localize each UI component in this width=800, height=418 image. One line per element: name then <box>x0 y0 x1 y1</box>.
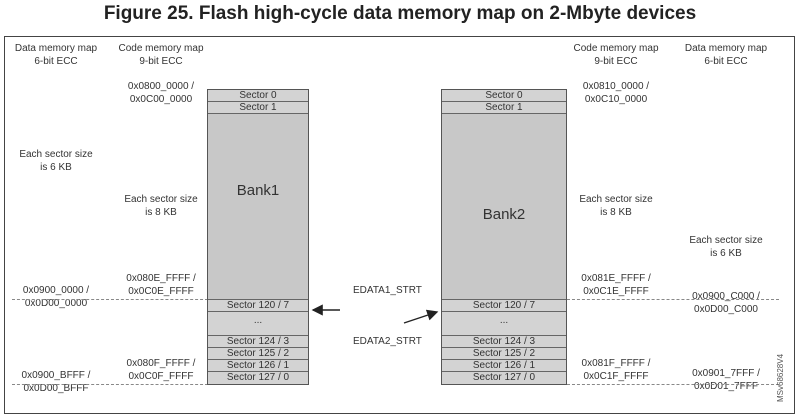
figure-title: Figure 25. Flash high-cycle data memory … <box>103 3 697 24</box>
bank2-sector-125: Sector 125 / 2 <box>442 348 566 360</box>
right-code-map-header: Code memory map 9-bit ECC <box>566 42 666 68</box>
right-end-line <box>567 384 779 385</box>
right-edata-start-line <box>567 299 779 300</box>
left-code-end-addr-line1: 0x080F_FFFF / <box>126 358 196 369</box>
left-data-sector-size-line2: is 6 KB <box>40 162 72 173</box>
left-data-sector-size: Each sector size is 6 KB <box>12 148 100 174</box>
right-code-end-addr-line2: 0x0C1F_FFFF <box>583 371 649 382</box>
right-code-sector-size-line1: Each sector size <box>579 194 653 205</box>
left-data-start-addr-line2: 0x0D00_0000 <box>24 298 88 309</box>
bank1-sector-0: Sector 0 <box>208 90 308 102</box>
bank1-sector-1: Sector 1 <box>208 102 308 114</box>
bank1-sector-125: Sector 125 / 2 <box>208 348 308 360</box>
bank2-sector-126: Sector 126 / 1 <box>442 360 566 372</box>
left-code-map-header: Code memory map 9-bit ECC <box>112 42 210 68</box>
right-data-start-addr-line1: 0x0900_C000 / <box>692 291 760 302</box>
right-code-end-address: 0x081F_FFFF / 0x0C1F_FFFF <box>566 357 666 383</box>
right-code-edata-addr-line2: 0x0C1E_FFFF <box>583 286 649 297</box>
right-data-end-addr-line2: 0x0D01_7FFF <box>694 381 758 392</box>
left-edata-start-line <box>12 299 208 300</box>
right-code-sector-size-line2: is 8 KB <box>600 207 632 218</box>
edata1-strt-label: EDATA1_STRT <box>353 285 422 296</box>
right-code-map-ecc: 9-bit ECC <box>594 56 638 67</box>
bank1-sector-124: Sector 124 / 3 <box>208 336 308 348</box>
left-code-map-ecc: 9-bit ECC <box>139 56 183 67</box>
bank1-code-area: Bank1 <box>208 114 308 300</box>
left-code-end-addr-line2: 0x0C0F_FFFF <box>128 371 194 382</box>
right-code-sector-size: Each sector size is 8 KB <box>566 193 666 219</box>
bank2-block: Sector 0 Sector 1 Bank2 Sector 120 / 7 .… <box>441 89 567 385</box>
bank2-code-area: Bank2 <box>442 114 566 300</box>
right-data-map-header: Data memory map 6-bit ECC <box>676 42 776 68</box>
left-data-sector-size-line1: Each sector size <box>19 149 93 160</box>
bank2-label: Bank2 <box>482 206 526 223</box>
left-data-end-address: 0x0900_BFFF / 0x0D00_BFFF <box>12 369 100 395</box>
bank2-sector-1: Sector 1 <box>442 102 566 114</box>
left-code-start-addr-line2: 0x0C00_0000 <box>129 94 193 105</box>
left-data-start-address: 0x0900_0000 / 0x0D00_0000 <box>12 284 100 310</box>
left-code-sector-size: Each sector size is 8 KB <box>112 193 210 219</box>
left-code-sector-size-line2: is 8 KB <box>145 207 177 218</box>
left-code-end-address: 0x080F_FFFF / 0x0C0F_FFFF <box>112 357 210 383</box>
right-code-start-addr-line1: 0x0810_0000 / <box>582 81 650 92</box>
edata2-arrow <box>403 309 439 324</box>
reference-code: MSv68628V4 <box>776 353 785 402</box>
bank2-sector-0: Sector 0 <box>442 90 566 102</box>
right-data-map-title: Data memory map <box>684 43 768 54</box>
left-data-end-addr-line1: 0x0900_BFFF / <box>21 370 91 381</box>
left-end-line <box>12 384 208 385</box>
bank1-label: Bank1 <box>236 182 280 199</box>
right-data-sector-size-line2: is 6 KB <box>710 248 742 259</box>
right-code-edata-addr-line1: 0x081E_FFFF / <box>581 273 651 284</box>
left-data-start-addr-line1: 0x0900_0000 / <box>22 285 90 296</box>
edata2-strt-label: EDATA2_STRT <box>353 336 422 347</box>
right-data-end-addr-line1: 0x0901_7FFF / <box>692 368 760 379</box>
bank1-sector-120: Sector 120 / 7 <box>208 300 308 312</box>
right-data-end-address: 0x0901_7FFF / 0x0D01_7FFF <box>676 367 776 393</box>
left-code-map-title: Code memory map <box>118 43 204 54</box>
left-data-map-ecc: 6-bit ECC <box>34 56 78 67</box>
bank1-sector-ellipsis: ... <box>208 312 308 336</box>
right-code-map-title: Code memory map <box>573 43 659 54</box>
left-data-end-addr-line2: 0x0D00_BFFF <box>23 383 89 394</box>
bank1-sector-126: Sector 126 / 1 <box>208 360 308 372</box>
right-data-map-ecc: 6-bit ECC <box>704 56 748 67</box>
left-code-start-address: 0x0800_0000 / 0x0C00_0000 <box>112 80 210 106</box>
left-data-map-title: Data memory map <box>14 43 98 54</box>
right-code-edata-address: 0x081E_FFFF / 0x0C1E_FFFF <box>566 272 666 298</box>
right-code-end-addr-line1: 0x081F_FFFF / <box>581 358 651 369</box>
right-code-start-address: 0x0810_0000 / 0x0C10_0000 <box>566 80 666 106</box>
bank2-sector-124: Sector 124 / 3 <box>442 336 566 348</box>
right-data-start-address: 0x0900_C000 / 0x0D00_C000 <box>676 290 776 316</box>
left-code-edata-address: 0x080E_FFFF / 0x0C0E_FFFF <box>112 272 210 298</box>
left-code-edata-addr-line2: 0x0C0E_FFFF <box>128 286 194 297</box>
bank1-block: Sector 0 Sector 1 Bank1 Sector 120 / 7 .… <box>207 89 309 385</box>
right-data-sector-size-line1: Each sector size <box>689 235 763 246</box>
right-data-sector-size: Each sector size is 6 KB <box>676 234 776 260</box>
bank2-sector-ellipsis: ... <box>442 312 566 336</box>
left-code-start-addr-line1: 0x0800_0000 / <box>127 81 195 92</box>
left-data-map-header: Data memory map 6-bit ECC <box>12 42 100 68</box>
bank2-sector-127: Sector 127 / 0 <box>442 372 566 384</box>
left-code-edata-addr-line1: 0x080E_FFFF / <box>126 273 196 284</box>
left-code-sector-size-line1: Each sector size <box>124 194 198 205</box>
bank2-sector-120: Sector 120 / 7 <box>442 300 566 312</box>
diagram-frame <box>4 36 795 414</box>
right-code-start-addr-line2: 0x0C10_0000 <box>584 94 648 105</box>
right-data-start-addr-line2: 0x0D00_C000 <box>694 304 758 315</box>
bank1-sector-127: Sector 127 / 0 <box>208 372 308 384</box>
